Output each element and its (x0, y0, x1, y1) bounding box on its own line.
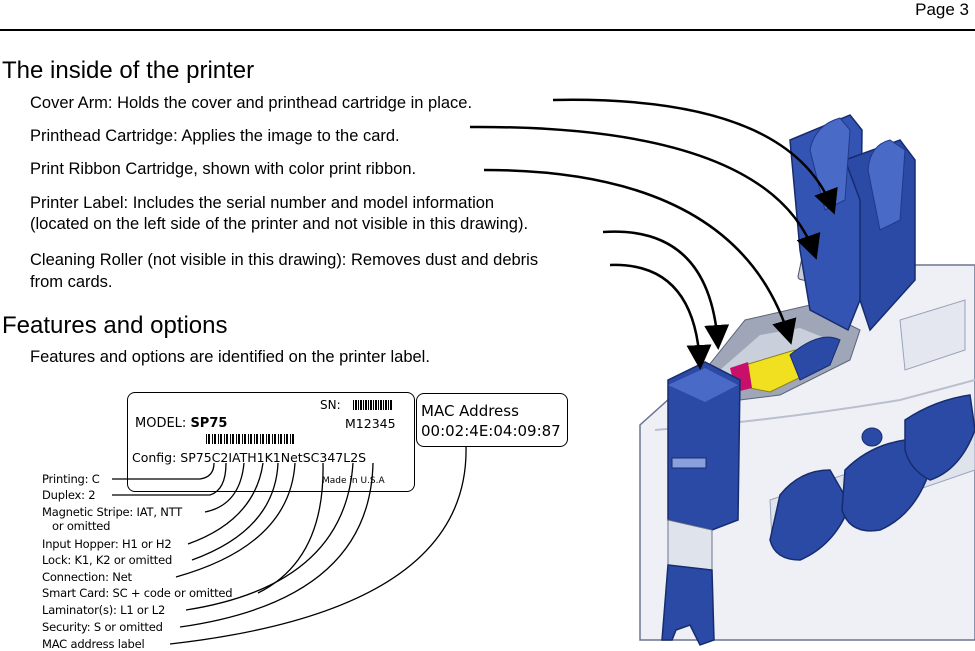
printer-label-box (127, 392, 415, 492)
mac-label-box (416, 393, 568, 447)
header-rule (0, 29, 975, 31)
callout-connection: Connection: Net (42, 570, 132, 584)
made-in: Made in U.S.A (322, 476, 385, 486)
sn-label: SN: (320, 398, 341, 412)
config-barcode (206, 434, 296, 444)
item-printhead-cartridge: Printhead Cartridge: Applies the image t… (30, 127, 400, 145)
page-number: Page 3 (915, 0, 969, 19)
model-line: MODEL: SP75 (135, 416, 228, 431)
item-printer-label: Printer Label: Includes the serial numbe… (30, 194, 495, 212)
config-code: SP75C2IATH1K1NetSC347L2S (180, 450, 367, 465)
section-title-features: Features and options (2, 312, 228, 339)
callout-input-hopper: Input Hopper: H1 or H2 (42, 537, 172, 551)
sn-value: M12345 (345, 416, 396, 431)
item-cleaning-roller-cont: from cards. (30, 273, 113, 291)
mac-title: MAC Address (421, 402, 519, 420)
sn-barcode (353, 400, 393, 410)
features-text: Features and options are identified on t… (30, 348, 430, 366)
callout-security: Security: S or omitted (42, 620, 163, 634)
mac-value: 00:02:4E:04:09:87 (421, 422, 561, 440)
callout-mac-address-label: MAC address label (42, 637, 145, 651)
config-line: Config: SP75C2IATH1K1NetSC347L2S (132, 450, 367, 465)
item-cover-arm: Cover Arm: Holds the cover and printhead… (30, 94, 473, 112)
item-printer-label-cont: (located on the left side of the printer… (30, 215, 529, 233)
callout-lock: Lock: K1, K2 or omitted (42, 553, 173, 567)
callout-duplex: Duplex: 2 (42, 488, 96, 502)
callout-magnetic-stripe: Magnetic Stripe: IAT, NTT (42, 505, 183, 519)
callout-printing: Printing: C (42, 472, 100, 486)
item-cleaning-roller: Cleaning Roller (not visible in this dra… (30, 251, 539, 269)
item-print-ribbon: Print Ribbon Cartridge, shown with color… (30, 160, 417, 178)
callout-laminator: Laminator(s): L1 or L2 (42, 603, 166, 617)
callout-smart-card: Smart Card: SC + code or omitted (42, 586, 233, 600)
section-title-inside: The inside of the printer (2, 57, 255, 84)
model-value: SP75 (190, 416, 228, 431)
callout-magnetic-stripe-cont: or omitted (52, 519, 111, 533)
